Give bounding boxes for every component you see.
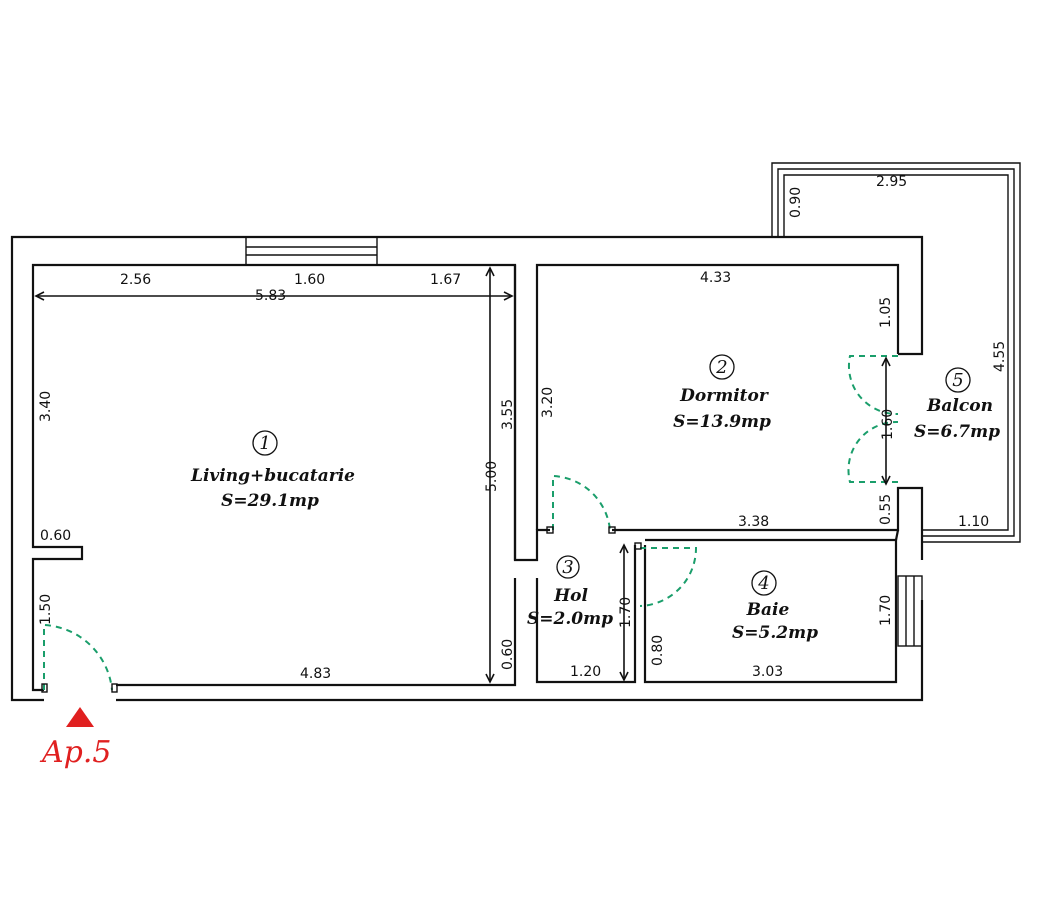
dim-dorm-right-upper: 1.05 [878,297,894,328]
room-hol-number: 3 [562,557,573,578]
room-baie-name: Baie [746,600,790,620]
room-living-name: Living+bucatarie [190,466,355,486]
room-baie-area: S=5.2mp [732,623,818,643]
dim-living-left-door: 1.50 [38,594,54,625]
room-living-number: 1 [259,433,270,454]
entrance-marker: Ap.5 [39,707,112,770]
dim-living-top-left: 2.56 [120,272,151,288]
dim-dorm-bottom: 3.38 [738,514,769,530]
dim-living-width: 5.83 [255,288,286,304]
dim-living-height: 5.00 [484,461,500,492]
room-hol-name: Hol [553,586,588,606]
dim-dorm-right-lower: 0.55 [878,494,894,525]
room-hol-area: S=2.0mp [527,609,613,629]
room-baie: 4 Baie S=5.2mp [732,570,818,643]
dim-living-top-right: 1.67 [430,272,461,288]
bath-window [897,575,923,647]
dim-hall-bottom: 1.20 [570,664,601,680]
dim-hall-height: 1.70 [618,597,634,628]
room-balcon-number: 5 [952,370,963,391]
dimension-arrows [34,266,891,684]
balcony-railing [771,162,1021,543]
apartment-label: Ap.5 [39,735,112,770]
living-window [245,236,378,266]
baie-door [639,547,698,607]
dim-living-wall-stub: 0.60 [40,528,71,544]
entrance-door [43,623,113,691]
room-baie-number: 4 [757,573,769,594]
dim-living-right-lower: 0.60 [500,639,516,670]
dim-dorm-left: 3.20 [540,387,556,418]
dimension-labels: 2.56 1.60 1.67 5.83 3.40 0.60 1.50 4.83 … [38,174,1008,682]
room-dormitor-number: 2 [715,357,727,378]
room-hol: 3 Hol S=2.0mp [527,555,613,629]
dim-balcony-right: 4.55 [992,341,1008,372]
dim-living-top-window: 1.60 [294,272,325,288]
dim-bath-left: 0.80 [650,635,666,666]
outer-walls [10,235,924,702]
dim-balcony-left: 0.90 [788,187,804,218]
room-balcon-area: S=6.7mp [914,422,1000,442]
room-balcon-name: Balcon [926,396,993,416]
dim-bath-bottom: 3.03 [752,664,783,680]
balcony-door-upper [847,355,899,416]
room-balcon: 5 Balcon S=6.7mp [914,367,1000,442]
dim-dorm-door: 1.60 [880,409,896,440]
dormitor-door [552,474,611,531]
room-dormitor: 2 Dormitor S=13.9mp [673,354,771,432]
dim-dorm-top: 4.33 [700,270,731,286]
room-living-area: S=29.1mp [221,491,319,511]
dim-bath-right: 1.70 [878,595,894,626]
room-living: 1 Living+bucatarie S=29.1mp [190,430,355,511]
dim-living-right-upper: 3.55 [500,399,516,430]
room-dormitor-name: Dormitor [679,386,769,406]
dim-balcony-top: 2.95 [876,174,907,190]
dim-balcony-bottom: 1.10 [958,514,989,530]
room-dormitor-area: S=13.9mp [673,412,771,432]
entrance-triangle-icon [66,707,94,727]
dim-living-bottom: 4.83 [300,666,331,682]
dim-living-left-upper: 3.40 [38,391,54,422]
